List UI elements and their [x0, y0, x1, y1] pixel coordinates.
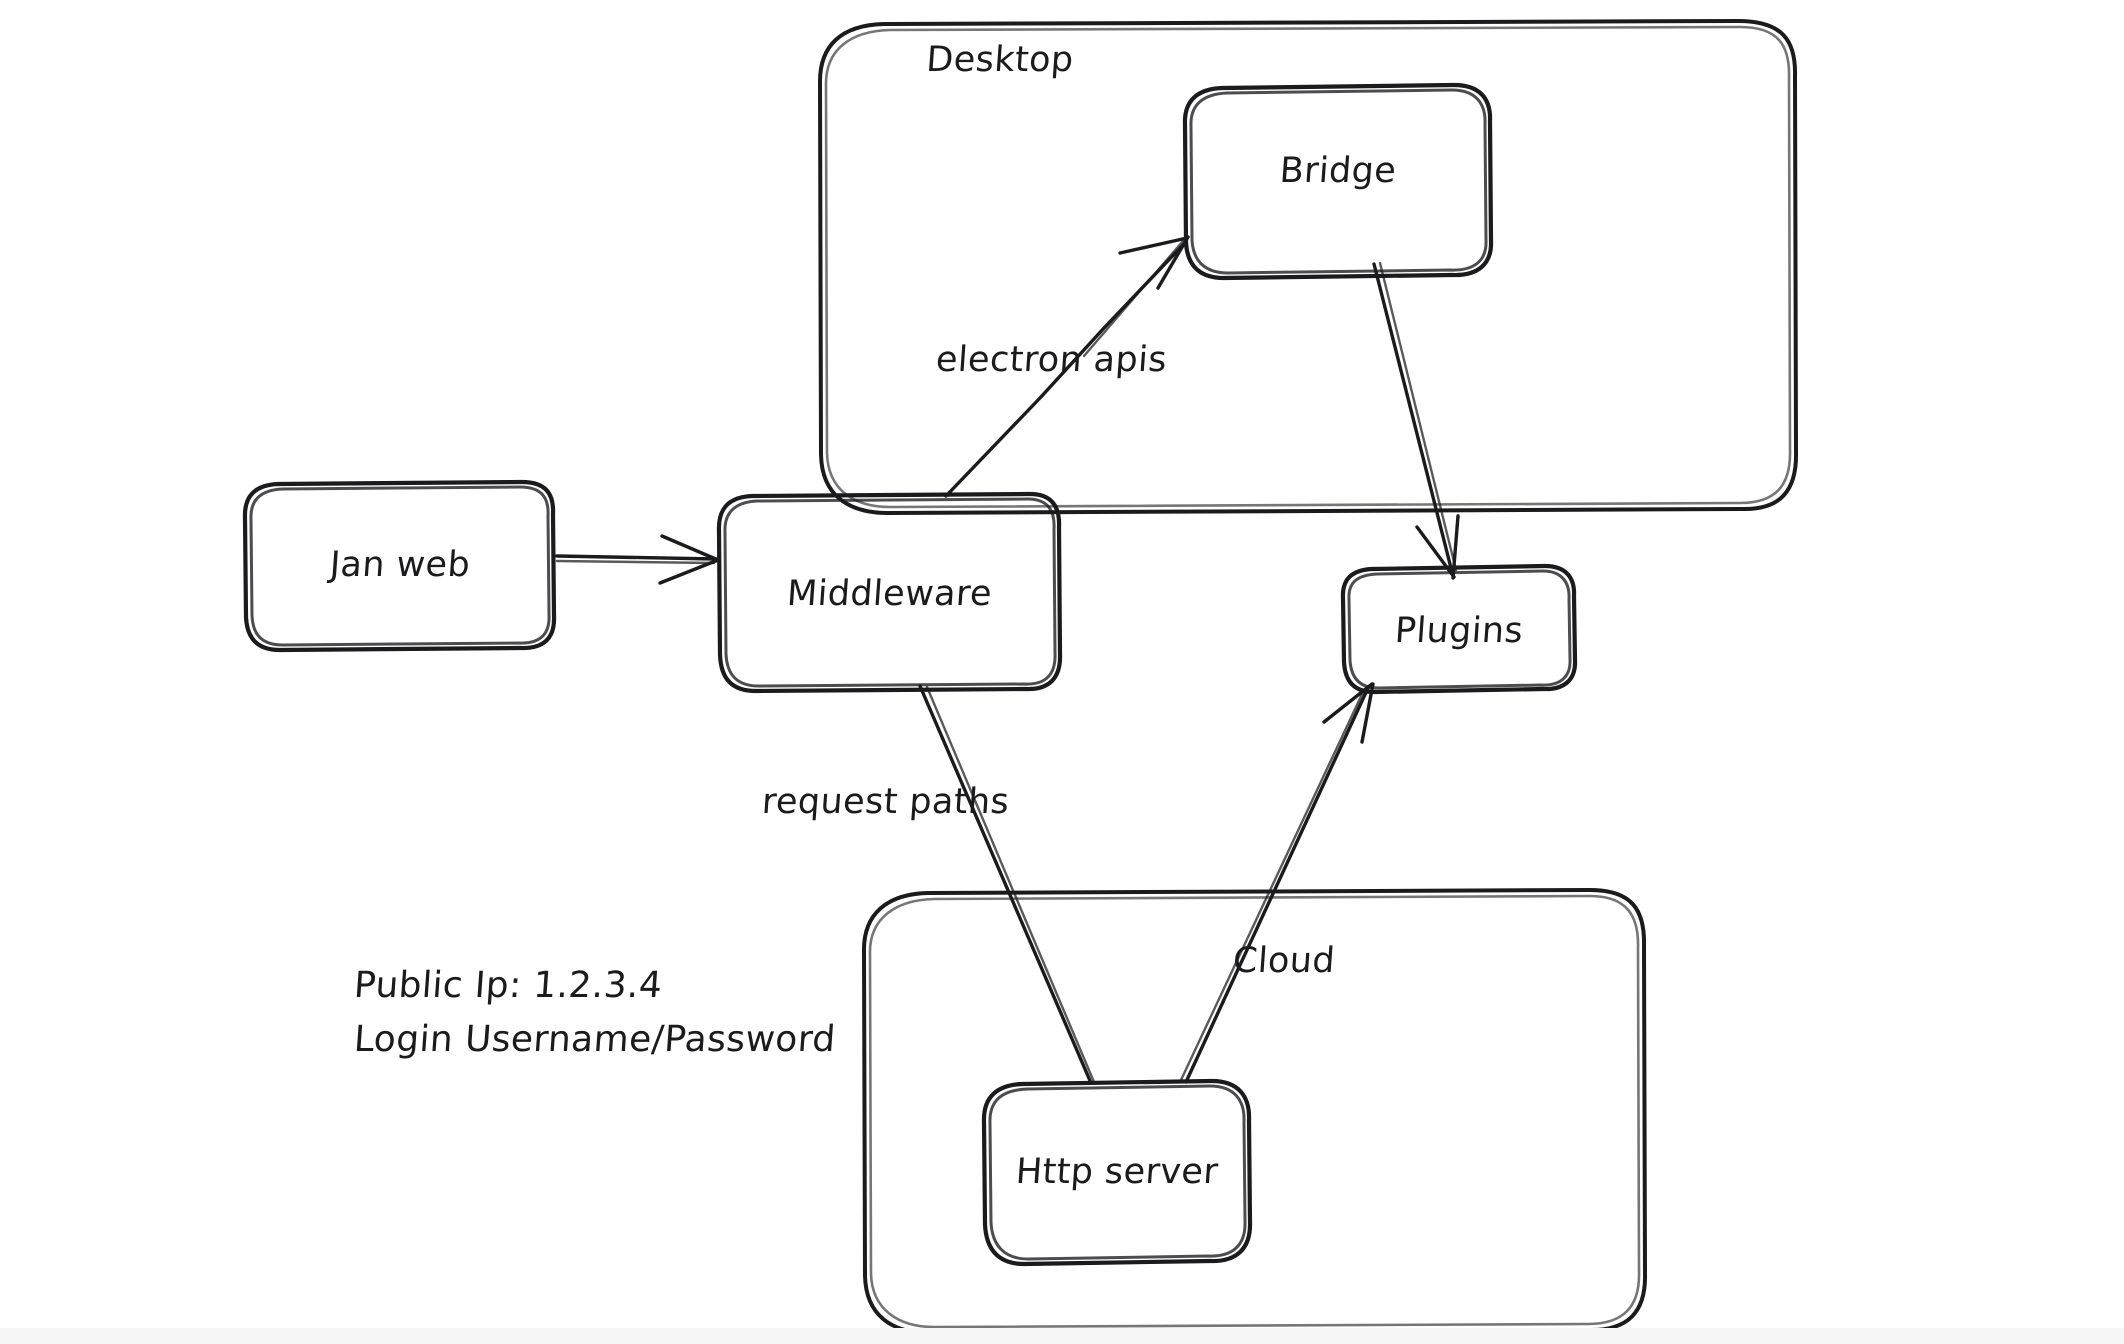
bottom-band — [0, 1328, 2124, 1344]
node-http-server-outline — [981, 1078, 1253, 1267]
node-bridge-outline — [1182, 82, 1494, 281]
node-plugins-outline — [1340, 563, 1578, 695]
edge-bridge-to-plugins — [1372, 261, 1460, 580]
edge-http-server-to-plugins — [1179, 682, 1375, 1084]
edge-jan-web-to-middleware — [555, 534, 720, 585]
group-cloud-outline — [861, 888, 1648, 1335]
group-desktop-outline — [817, 19, 1799, 515]
node-middleware-outline — [716, 491, 1063, 694]
node-jan-web-outline — [242, 479, 557, 653]
edge-middleware-to-bridge — [944, 235, 1190, 498]
edge-middleware-to-http-server — [918, 684, 1096, 1085]
